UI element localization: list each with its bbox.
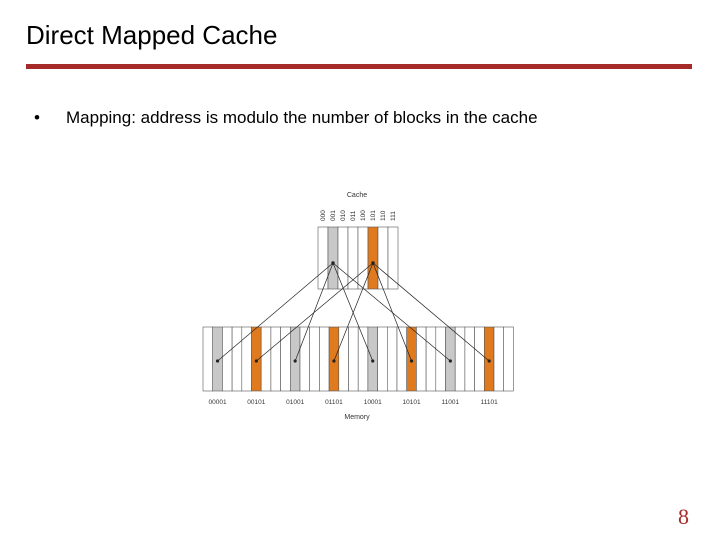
bullet-text: Mapping: address is modulo the number of…: [66, 108, 538, 127]
cache-index-label: 111: [390, 211, 397, 221]
memory-block: [493, 326, 504, 392]
mapping-dot: [448, 359, 452, 363]
memory-block: [270, 326, 281, 392]
mapping-dot: [332, 359, 336, 363]
mapping-dot: [487, 359, 491, 363]
memory-block: [260, 326, 272, 392]
memory-caption: Memory: [344, 414, 370, 421]
memory-address-label: 00001: [209, 399, 227, 406]
mapping-line: [372, 262, 490, 362]
mapping-line: [372, 262, 412, 362]
mapping-line: [333, 262, 374, 362]
mapping-dot: [371, 359, 375, 363]
memory-address-label: 11001: [442, 399, 460, 406]
memory-address-label: 10001: [364, 399, 382, 406]
cache-index-label: 001: [330, 210, 337, 221]
memory-address-label: 00101: [247, 399, 265, 406]
cache-index-label: 010: [340, 210, 347, 221]
memory-block: [425, 326, 437, 392]
memory-block: [212, 326, 223, 392]
slide-title: Direct Mapped Cache: [26, 20, 278, 50]
memory-block: [309, 326, 320, 392]
cache-block: [367, 226, 379, 290]
cache-index-label: 110: [380, 210, 387, 221]
cache-index-label: 100: [360, 210, 367, 221]
cache-caption: Cache: [347, 192, 367, 199]
memory-block: [251, 326, 262, 392]
memory-address-label: 01101: [325, 399, 343, 406]
mapping-dot: [331, 261, 335, 265]
memory-block: [222, 326, 233, 392]
mapping-dot: [215, 359, 220, 363]
memory-block: [483, 326, 495, 392]
mapping-lines: [215, 261, 491, 363]
cache-blocks: [317, 226, 399, 290]
memory-block: [503, 326, 514, 392]
memory-block: [435, 326, 446, 392]
memory-block: [377, 326, 388, 392]
mapping-line: [217, 262, 334, 362]
title-divider: [26, 64, 692, 69]
memory-block: [445, 326, 456, 392]
mapping-line: [294, 262, 334, 362]
memory-block: [231, 326, 243, 392]
mapping-dot: [293, 359, 297, 363]
page-number: 8: [678, 504, 689, 529]
memory-block: [406, 326, 417, 392]
cache-block: [387, 226, 399, 290]
memory-address-label: 01001: [286, 399, 304, 406]
mapping-dot: [254, 359, 258, 363]
memory-block: [387, 326, 398, 392]
memory-blocks: [202, 326, 514, 392]
mapping-dot: [371, 261, 375, 265]
memory-address-label: 11101: [481, 399, 498, 406]
memory-block: [328, 326, 340, 392]
memory-block: [319, 326, 330, 392]
memory-block: [474, 326, 485, 392]
memory-address-label: 10101: [403, 399, 421, 406]
memory-block: [202, 326, 213, 392]
memory-block: [348, 326, 359, 392]
memory-block: [464, 326, 475, 392]
memory-block: [290, 326, 301, 392]
mapping-line: [332, 262, 374, 362]
memory-block: [367, 326, 378, 392]
cache-index-label: 101: [370, 210, 377, 221]
bullet-marker: •: [34, 108, 40, 127]
cache-index-label: 011: [350, 210, 357, 221]
memory-address-labels: 00001 00101 01001 01101 10001 10101 11001 11101: [209, 399, 499, 406]
mapping-line: [332, 262, 451, 362]
cache-index-label: 000: [320, 210, 327, 221]
cache-block: [327, 226, 339, 290]
mapping-dot: [409, 359, 414, 363]
mapping-line: [256, 262, 374, 362]
